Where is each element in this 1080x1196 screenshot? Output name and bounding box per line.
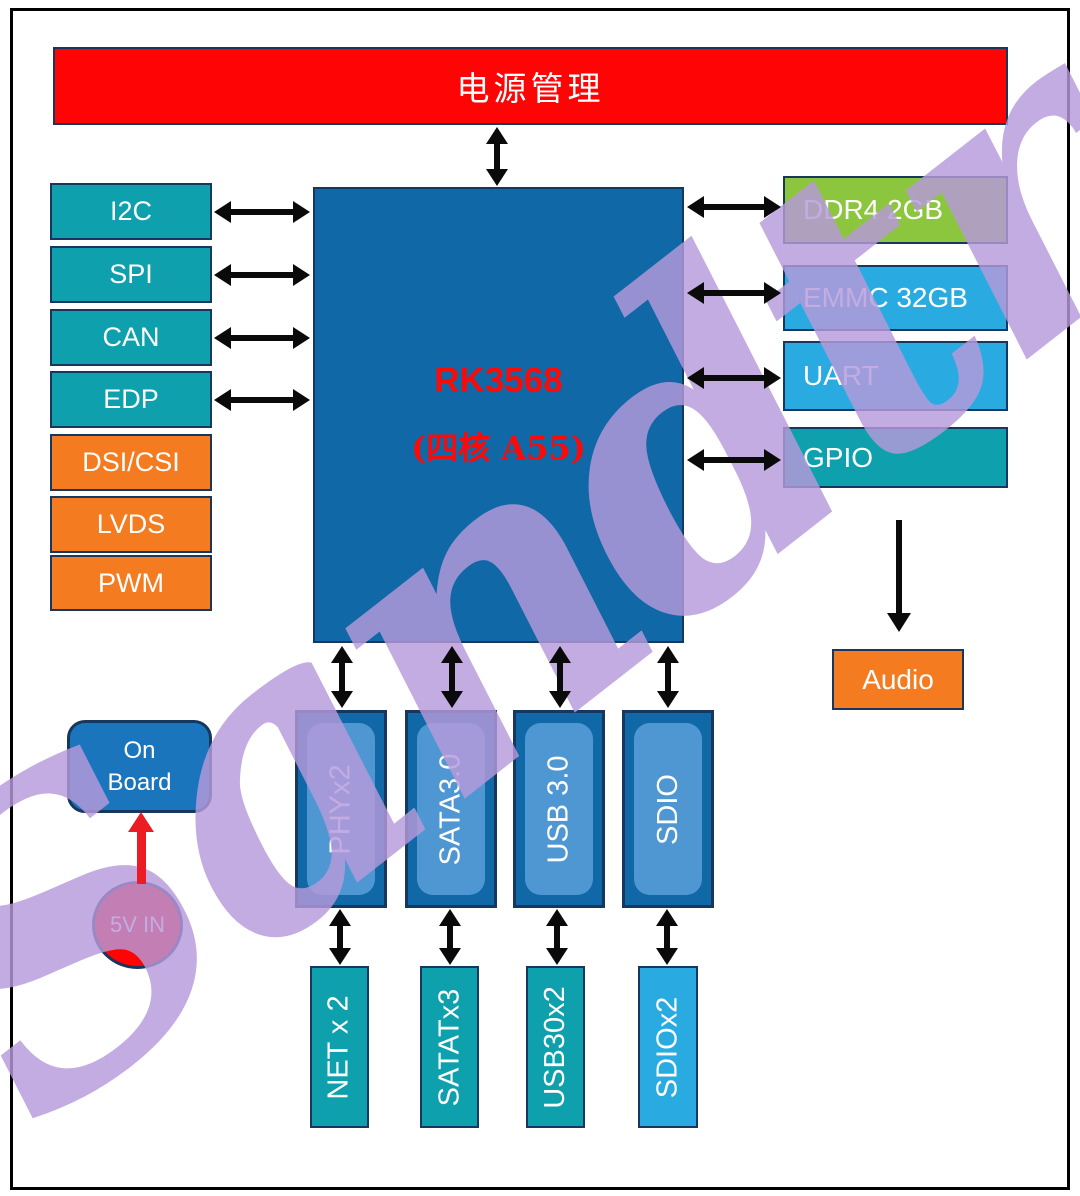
- arrow-shaft: [339, 659, 345, 695]
- arrow-shaft: [554, 922, 560, 952]
- cpu-sata-arrow: [437, 646, 467, 708]
- connector-net-label: NET x 2: [323, 994, 355, 1100]
- connector-usb30-label: USB30x2: [539, 985, 572, 1109]
- arrow-shaft: [449, 659, 455, 695]
- power-management-label: 电源管理: [456, 69, 605, 108]
- power-management-block: 电源管理: [53, 47, 1008, 125]
- i2c-cpu-arrow: [214, 197, 310, 227]
- on-board-line1: On: [123, 736, 156, 764]
- on-board-block: On Board: [67, 720, 212, 813]
- connector-sdiox2-label: SDIOx2: [651, 996, 684, 1098]
- connector-sdiox2: SDIOx2: [638, 966, 698, 1128]
- arrow-shaft: [137, 828, 146, 884]
- module-inner-panel: [307, 723, 375, 895]
- arrow-shaft: [557, 659, 563, 695]
- arrow-shaft: [227, 272, 297, 278]
- arrow-shaft: [664, 922, 670, 952]
- arrow-shaft: [337, 922, 343, 952]
- cpu-uart-arrow: [687, 363, 781, 393]
- power-cpu-arrow: [482, 127, 512, 186]
- module-sata3-label: SATA3.0: [434, 753, 467, 865]
- block-edp-label: EDP: [103, 384, 159, 414]
- cpu-phy-arrow: [327, 646, 357, 708]
- sdio-sdiox2-arrow: [652, 909, 682, 965]
- module-inner-panel: [417, 723, 485, 895]
- block-audio: Audio: [832, 649, 964, 710]
- block-dsi-csi: DSI/CSI: [50, 434, 212, 491]
- block-lvds: LVDS: [50, 496, 212, 553]
- cpu-emmc-arrow: [687, 278, 781, 308]
- block-ddr4-label: DDR4 2GB: [803, 194, 944, 225]
- cpu-subtitle: (四核 A55): [411, 429, 586, 467]
- block-pwm: PWM: [50, 555, 212, 611]
- sata-satat-arrow: [435, 909, 465, 965]
- module-usb3-label: USB 3.0: [542, 755, 575, 863]
- block-spi: SPI: [50, 246, 212, 303]
- block-i2c-label: I2C: [109, 196, 153, 226]
- module-sata3: SATA3.0: [405, 710, 497, 908]
- module-inner-panel: [634, 723, 702, 895]
- power-input-arrow: [126, 812, 156, 884]
- arrow-shaft: [700, 457, 768, 463]
- usb-usb30-arrow: [542, 909, 572, 965]
- block-emmc-label: EMMC 32GB: [803, 282, 968, 313]
- block-uart-label: UART: [803, 360, 879, 391]
- block-audio-label: Audio: [862, 663, 934, 695]
- arrow-shaft: [227, 209, 297, 215]
- block-edp: EDP: [50, 371, 212, 428]
- arrow-shaft: [665, 659, 671, 695]
- module-phyx2: PHYx2: [295, 710, 387, 908]
- block-can-label: CAN: [102, 322, 160, 352]
- phy-net-arrow: [325, 909, 355, 965]
- connector-usb30: USB30x2: [526, 966, 585, 1128]
- module-usb3: USB 3.0: [513, 710, 605, 908]
- arrow-shaft: [700, 290, 768, 296]
- block-emmc: EMMC 32GB: [783, 265, 1008, 331]
- cpu-name: RK3568: [434, 361, 563, 400]
- arrow-shaft: [227, 397, 297, 403]
- block-dsi-csi-label: DSI/CSI: [82, 447, 180, 477]
- cpu-block: RK3568 (四核 A55): [313, 187, 684, 643]
- power-input-5v: 5V IN: [92, 881, 183, 969]
- arrow-shaft: [700, 375, 768, 381]
- module-inner-panel: [525, 723, 593, 895]
- arrow-shaft: [700, 204, 768, 210]
- arrow-shaft: [227, 335, 297, 341]
- arrow-shaft: [896, 520, 902, 617]
- diagram-frame: [10, 8, 1070, 1190]
- connector-net: NET x 2: [310, 966, 369, 1128]
- block-gpio: GPIO: [783, 427, 1008, 488]
- cpu-ddr4-arrow: [687, 192, 781, 222]
- block-can: CAN: [50, 309, 212, 366]
- block-lvds-label: LVDS: [96, 509, 166, 539]
- module-sdio-label: SDIO: [651, 773, 684, 845]
- edp-cpu-arrow: [214, 385, 310, 415]
- cpu-usb-arrow: [545, 646, 575, 708]
- gpio-audio-arrow: [884, 520, 914, 632]
- block-gpio-label: GPIO: [803, 441, 874, 473]
- block-i2c: I2C: [50, 183, 212, 240]
- cpu-gpio-arrow: [687, 445, 781, 475]
- block-spi-label: SPI: [109, 259, 153, 289]
- block-uart: UART: [783, 341, 1008, 411]
- arrow-shaft: [494, 140, 500, 173]
- module-sdio: SDIO: [622, 710, 714, 908]
- block-pwm-label: PWM: [98, 567, 164, 598]
- module-phyx2-label: PHYx2: [324, 763, 357, 855]
- on-board-line2: Board: [107, 768, 172, 796]
- connector-satat-label: SATATx3: [433, 988, 466, 1106]
- power-input-5v-label: 5V IN: [109, 912, 166, 937]
- spi-cpu-arrow: [214, 260, 310, 290]
- cpu-sdio-arrow: [653, 646, 683, 708]
- can-cpu-arrow: [214, 323, 310, 353]
- connector-satat: SATATx3: [420, 966, 479, 1128]
- arrow-shaft: [447, 922, 453, 952]
- block-ddr4: DDR4 2GB: [783, 176, 1008, 244]
